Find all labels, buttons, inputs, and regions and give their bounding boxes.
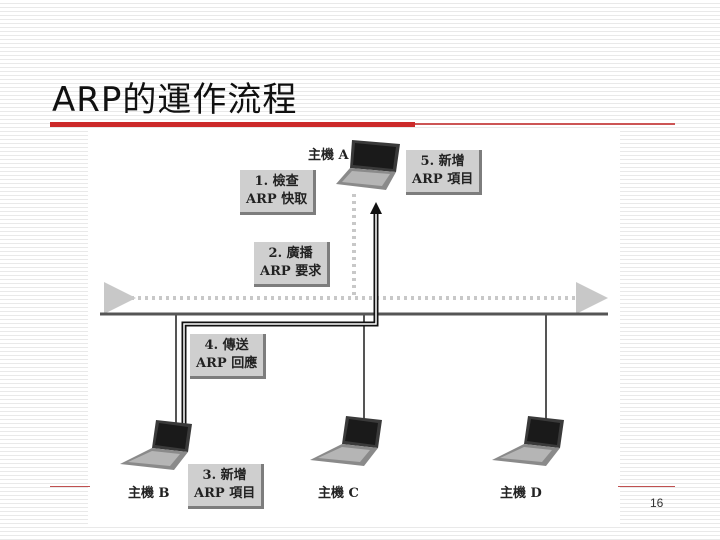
step-5-line2: ARP 項目 xyxy=(412,172,474,187)
slide-title: ARP的運作流程 xyxy=(52,80,298,120)
arp-reply-path-inner xyxy=(183,208,377,428)
host-c-label: 主機 C xyxy=(318,486,359,501)
host-b-label: 主機 B xyxy=(128,486,170,501)
host-d-label: 主機 D xyxy=(500,486,542,501)
arp-diagram-lines xyxy=(100,194,608,428)
step-4-box: 4. 傳送 ARP 回應 xyxy=(190,334,267,379)
laptop-icon xyxy=(310,416,382,466)
step-2-line2: ARP 要求 xyxy=(260,264,322,279)
step-5-box: 5. 新增 ARP 項目 xyxy=(406,150,483,195)
footer-rule-left xyxy=(50,486,90,487)
footer-rule-right xyxy=(618,486,675,487)
step-2-line1: 2. 廣播 xyxy=(268,246,313,261)
title-underline-red xyxy=(50,122,415,127)
arp-reply-arrowhead xyxy=(370,202,382,214)
host-a-label: 主機 A xyxy=(308,148,349,163)
step-2-box: 2. 廣播 ARP 要求 xyxy=(254,242,331,287)
laptop-icon xyxy=(492,416,564,466)
step-1-line1: 1. 檢查 xyxy=(254,174,299,189)
laptop-icon xyxy=(120,420,192,470)
laptop-icon xyxy=(336,140,400,190)
title-underline-thin xyxy=(415,123,675,125)
arp-diagram: 主機 A 主機 B 主機 C 主機 D 1. 檢查 ARP 快取 2. 廣播 A… xyxy=(88,128,620,524)
page-number: 16 xyxy=(650,496,664,510)
step-1-box: 1. 檢查 ARP 快取 xyxy=(240,170,317,215)
step-4-line1: 4. 傳送 xyxy=(204,338,249,353)
step-4-line2: ARP 回應 xyxy=(196,356,258,371)
step-3-line1: 3. 新增 xyxy=(202,468,247,483)
step-3-box: 3. 新增 ARP 項目 xyxy=(188,464,265,509)
arp-reply-path xyxy=(181,208,379,428)
step-3-line2: ARP 項目 xyxy=(194,486,256,501)
step-5-line1: 5. 新增 xyxy=(420,154,465,169)
step-1-line2: ARP 快取 xyxy=(246,192,308,207)
